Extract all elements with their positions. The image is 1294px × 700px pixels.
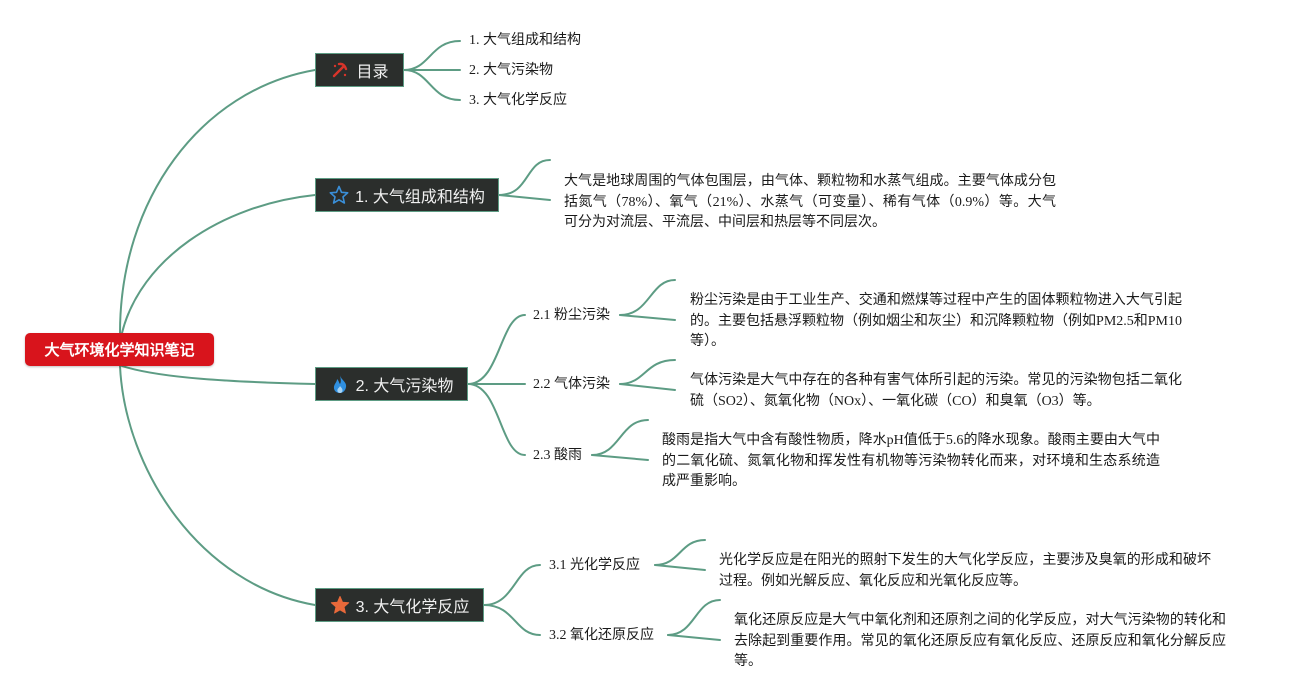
topic-toc-label: 目录 — [356, 64, 389, 81]
topic-3-chemical-reactions[interactable]: 3. 大气化学反应 — [315, 588, 484, 622]
topic-2-pollutants[interactable]: 2. 大气污染物 — [315, 367, 468, 401]
subtopic-3-2[interactable]: 3.2 氧化还原反应 — [549, 628, 654, 643]
topic-toc[interactable]: 目录 — [315, 53, 404, 87]
root-title: 大气环境化学知识笔记 — [44, 342, 195, 359]
subtopic-2-1[interactable]: 2.1 粉尘污染 — [533, 308, 610, 323]
pickaxe-icon — [330, 60, 350, 80]
toc-item-3[interactable]: 3. 大气化学反应 — [469, 93, 567, 108]
topic-1-label: 1. 大气组成和结构 — [355, 189, 485, 206]
subtopic-3-1-description: 光化学反应是在阳光的照射下发生的大气化学反应，主要涉及臭氧的形成和破坏过程。例如… — [719, 553, 1211, 589]
subtopic-2-3-description: 酸雨是指大气中含有酸性物质，降水pH值低于5.6的降水现象。酸雨主要由大气中的二… — [662, 433, 1160, 489]
subtopic-3-1[interactable]: 3.1 光化学反应 — [549, 558, 640, 573]
subtopic-2-2[interactable]: 2.2 气体污染 — [533, 377, 610, 392]
topic-3-label: 3. 大气化学反应 — [355, 599, 470, 616]
root-node[interactable]: 大气环境化学知识笔记 — [25, 333, 214, 366]
topic-2-label: 2. 大气污染物 — [355, 378, 454, 395]
subtopic-2-3[interactable]: 2.3 酸雨 — [533, 448, 582, 463]
subtopic-2-2-description: 气体污染是大气中存在的各种有害气体所引起的污染。常见的污染物包括二氧化硫（SO2… — [690, 373, 1182, 409]
star-filled-icon — [330, 595, 350, 615]
topic-1-description: 大气是地球周围的气体包围层，由气体、颗粒物和水蒸气组成。主要气体成分包括氮气（7… — [564, 174, 1056, 230]
topic-1-atmosphere-composition[interactable]: 1. 大气组成和结构 — [315, 178, 499, 212]
subtopic-2-1-description: 粉尘污染是由于工业生产、交通和燃煤等过程中产生的固体颗粒物进入大气引起的。主要包… — [690, 293, 1182, 349]
subtopic-3-2-description: 氧化还原反应是大气中氧化剂和还原剂之间的化学反应，对大气污染物的转化和去除起到重… — [734, 613, 1226, 669]
star-outline-icon — [329, 185, 349, 205]
toc-item-1[interactable]: 1. 大气组成和结构 — [469, 33, 581, 48]
fire-icon — [330, 374, 350, 394]
toc-item-2[interactable]: 2. 大气污染物 — [469, 63, 553, 78]
